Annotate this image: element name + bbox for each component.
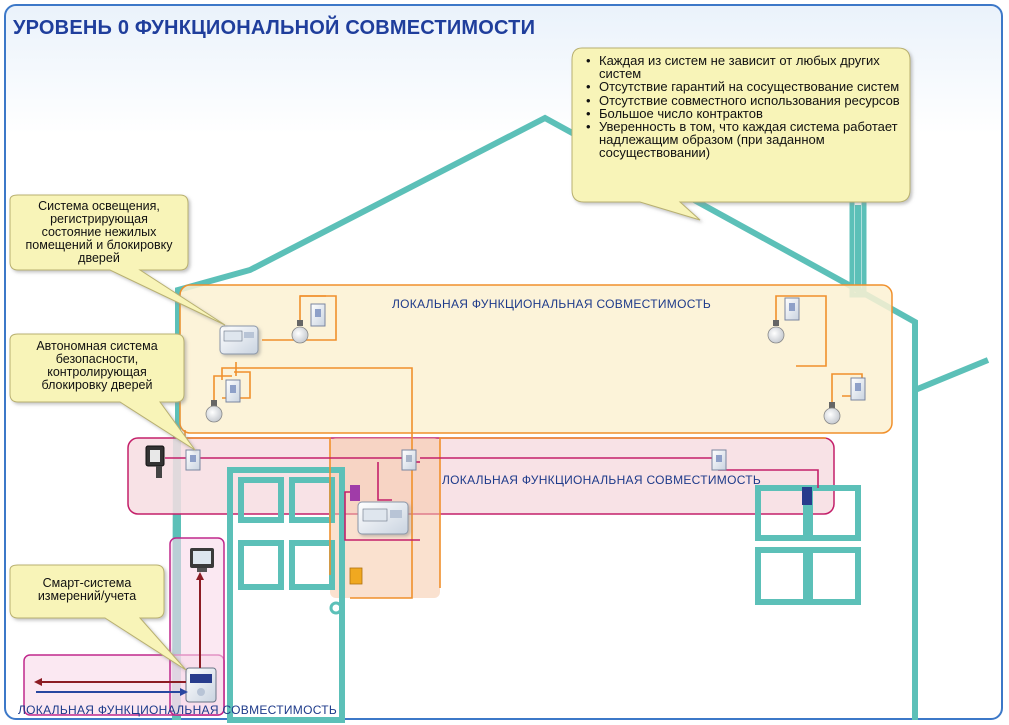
security-zone-label: ЛОКАЛЬНАЯ ФУНКЦИОНАЛЬНАЯ СОВМЕСТИМОСТЬ (442, 473, 762, 487)
smart-display-icon (190, 548, 214, 572)
floodlight-icon (145, 445, 165, 478)
lighting-zone-label: ЛОКАЛЬНАЯ ФУНКЦИОНАЛЬНАЯ СОВМЕСТИМОСТЬ (392, 297, 712, 311)
light-bulb-icon (767, 320, 785, 344)
light-bulb-icon (291, 320, 309, 344)
front-door (227, 467, 345, 723)
security-callout-line: Автономная система (36, 339, 158, 353)
smart-meter-icon (185, 667, 217, 703)
note-item: Большое число контрактов (582, 107, 908, 121)
light-switch-icon (310, 303, 326, 327)
motion-sensor-icon (711, 449, 727, 471)
window-sensor (802, 487, 812, 505)
security-callout-line: блокировку дверей (41, 378, 153, 392)
light-bulb-icon (823, 402, 841, 425)
page-title: УРОВЕНЬ 0 ФУНКЦИОНАЛЬНОЙ СОВМЕСТИМОСТИ (13, 17, 536, 39)
door-lock-sensor (350, 485, 360, 501)
metering-zone-label: ЛОКАЛЬНАЯ ФУНКЦИОНАЛЬНАЯ СОВМЕСТИМОСТЬ (18, 703, 338, 717)
light-switch-icon (225, 379, 241, 403)
metering-callout: Смарт-система измерений/учета (12, 577, 162, 603)
metering-callout-bubble (9, 564, 187, 671)
motion-sensor-icon (185, 449, 201, 471)
metering-callout-line: измерений/учета (37, 589, 137, 603)
security-callout-line: контролирующая (47, 365, 147, 379)
note-item: Каждая из систем не зависит от любых дру… (582, 54, 908, 81)
security-callout-line: безопасности, (55, 352, 139, 366)
lighting-callout-bubble (9, 194, 226, 326)
metering-callout-line: Смарт-система (42, 576, 132, 590)
lighting-callout-line: регистрирующая (50, 212, 148, 226)
light-switch-icon (850, 377, 866, 401)
security-callout: Автономная система безопасности, контрол… (12, 340, 182, 392)
note-item: Отсутствие совместного использования рес… (582, 93, 908, 107)
lighting-control-panel (219, 325, 259, 355)
light-switch-icon (784, 297, 800, 321)
lighting-callout-line: помещений и блокировку (25, 238, 173, 252)
note-item: Уверенность в том, что каждая система ра… (582, 120, 908, 160)
light-bulb-icon (205, 400, 223, 423)
motion-sensor-icon (401, 449, 417, 471)
lighting-callout-line: дверей (78, 251, 120, 265)
lighting-callout-line: Система освещения, (38, 199, 160, 213)
lighting-callout: Система освещения, регистрирующая состоя… (12, 200, 186, 265)
lighting-callout-line: состояние нежилых (41, 225, 157, 239)
notes-list: Каждая из систем не зависит от любых дру… (582, 54, 908, 160)
security-control-panel (357, 501, 409, 535)
note-item: Отсутствие гарантий на сосуществование с… (582, 80, 908, 94)
door-lock-actuator (349, 567, 363, 585)
security-callout-bubble (9, 333, 196, 451)
house-window (755, 485, 861, 605)
